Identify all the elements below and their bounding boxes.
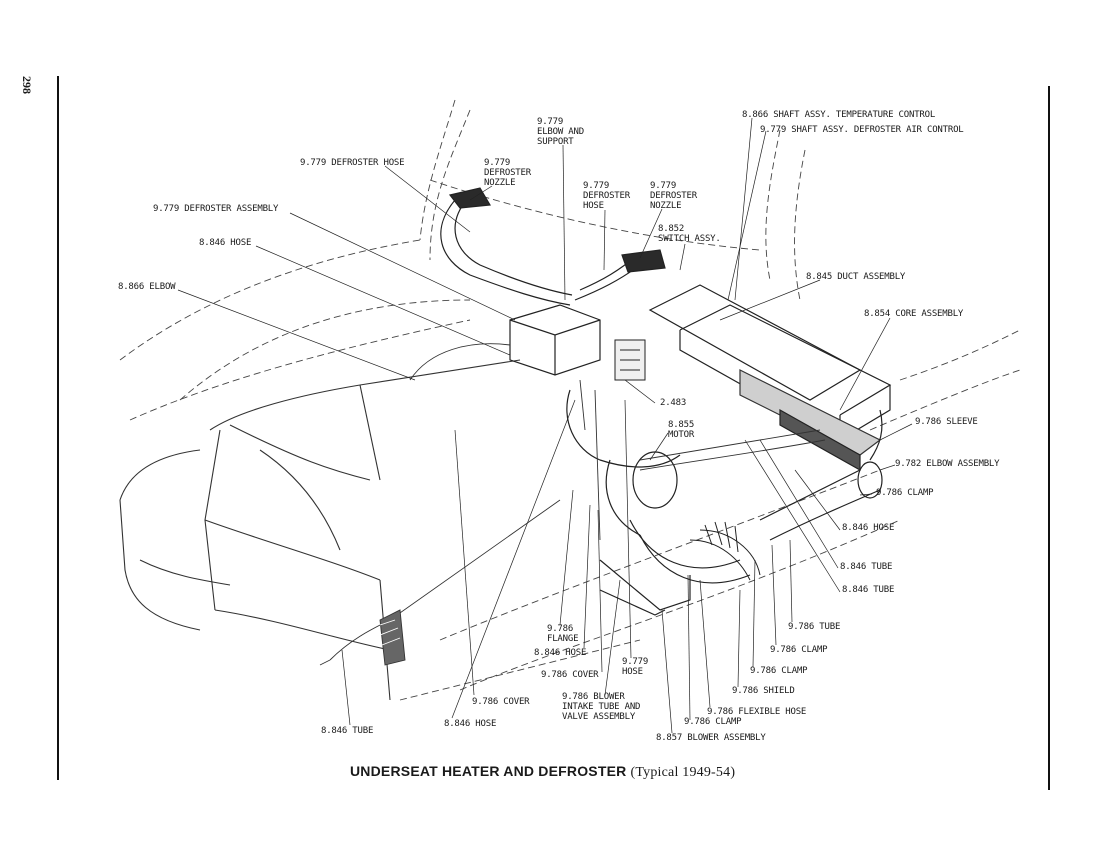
seat-frame <box>119 359 521 701</box>
callout-elbow-assembly: 9.782 ELBOW ASSEMBLY <box>895 459 1000 469</box>
heater-core-duct <box>648 284 892 472</box>
callout-shaft-temp: 8.866 SHAFT ASSY. TEMPERATURE CONTROL <box>742 110 936 120</box>
figure-caption: UNDERSEAT HEATER AND DEFROSTER (Typical … <box>350 763 735 781</box>
callout-switch-assy: 8.852 SWITCH ASSY. <box>658 224 721 244</box>
callout-core-assembly: 8.854 CORE ASSEMBLY <box>864 309 964 319</box>
defroster-nozzle-right-shape <box>621 249 666 273</box>
defroster-hose-right <box>574 249 666 301</box>
callout-ref-2483: 2.483 <box>660 398 687 408</box>
callout-blower-intake: 9.786 BLOWER INTAKE TUBE AND VALVE ASSEM… <box>562 692 641 722</box>
callout-hose-8846-bottom-left: 8.846 HOSE <box>444 719 497 729</box>
switch-assembly <box>614 339 646 381</box>
callout-clamp-9786-a: 9.786 CLAMP <box>770 645 828 655</box>
callout-clamp-9786-b: 9.786 CLAMP <box>750 666 808 676</box>
callout-tube-right-2: 8.846 TUBE <box>842 585 895 595</box>
vehicle-body-outline <box>119 99 1021 701</box>
callout-blower-assembly: 8.857 BLOWER ASSEMBLY <box>656 733 766 743</box>
defroster-assembly-box <box>509 304 601 376</box>
callout-elbow-support: 9.779 ELBOW AND SUPPORT <box>537 117 584 147</box>
callout-flexible-hose: 9.786 FLEXIBLE HOSE <box>707 707 807 717</box>
callout-clamp-right: 9.786 CLAMP <box>876 488 934 498</box>
callout-defroster-hose-left: 9.779 DEFROSTER HOSE <box>300 158 405 168</box>
callout-sleeve: 9.786 SLEEVE <box>915 417 978 427</box>
callout-cover-mid: 9.786 COVER <box>541 670 599 680</box>
caption-subtitle: (Typical 1949-54) <box>630 765 736 780</box>
outlet-tube-right <box>759 409 883 541</box>
callout-motor: 8.855 MOTOR <box>668 420 695 440</box>
blower-assembly <box>566 389 751 616</box>
callout-cover-left: 9.786 COVER <box>472 697 530 707</box>
caption-title: UNDERSEAT HEATER AND DEFROSTER <box>350 763 627 779</box>
callout-duct-assembly: 8.845 DUCT ASSEMBLY <box>806 272 906 282</box>
callout-tube-9786: 9.786 TUBE <box>788 622 841 632</box>
callout-defroster-hose-mid: 9.779 DEFROSTER HOSE <box>583 181 630 211</box>
defroster-hose-left <box>440 187 573 306</box>
callout-defroster-nozzle-left: 9.779 DEFROSTER NOZZLE <box>484 158 531 188</box>
callout-tube-right-1: 8.846 TUBE <box>840 562 893 572</box>
callout-shaft-defroster: 9.779 SHAFT ASSY. DEFROSTER AIR CONTROL <box>760 125 964 135</box>
callout-tube-bottom-left: 8.846 TUBE <box>321 726 374 736</box>
callout-flange: 9.786 FLANGE <box>547 624 579 644</box>
callout-clamp-9786-c: 9.786 CLAMP <box>684 717 742 727</box>
callout-defroster-nozzle-right: 9.779 DEFROSTER NOZZLE <box>650 181 697 211</box>
callout-defroster-assembly: 9.779 DEFROSTER ASSEMBLY <box>153 204 279 214</box>
leader-lines <box>177 117 913 734</box>
callout-hose-8846-bottom-mid: 8.846 HOSE <box>534 648 587 658</box>
flexible-hose-bottom <box>689 521 761 581</box>
callout-shield: 9.786 SHIELD <box>732 686 795 696</box>
tubes-and-wires <box>319 343 826 666</box>
callout-elbow-8866: 8.866 ELBOW <box>118 282 176 292</box>
callout-hose-right: 8.846 HOSE <box>842 523 895 533</box>
defroster-nozzle-left-shape <box>448 187 491 209</box>
callout-hose-9779-bottom: 9.779 HOSE <box>622 657 649 677</box>
callout-hose-8846-top: 8.846 HOSE <box>199 238 252 248</box>
